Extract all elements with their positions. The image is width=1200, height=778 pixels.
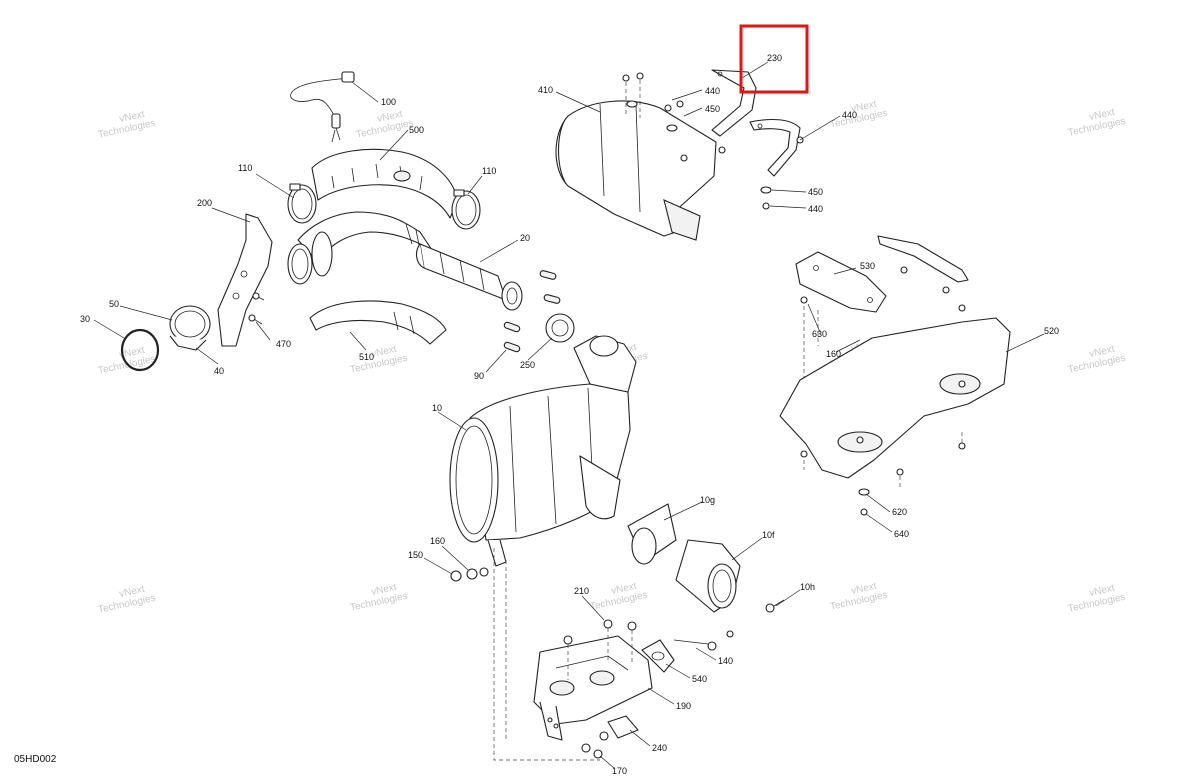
callout-450: 450 [808,187,823,197]
callout-410: 410 [538,85,553,95]
callout-50: 50 [109,299,119,309]
part-clamp-right[interactable] [451,189,481,230]
part-muffler-cover[interactable] [555,100,717,241]
callout-450: 450 [705,104,720,114]
callout-500: 500 [409,125,424,135]
callout-100: 100 [381,97,396,107]
callout-530: 530 [860,261,875,271]
callout-240: 240 [652,743,667,753]
part-head-pipe[interactable] [287,211,433,285]
callout-630: 630 [812,329,827,339]
callout-160: 160 [430,536,445,546]
watermark-text: vNext [1088,583,1116,599]
callout-210: 210 [574,586,589,596]
part-bracket-530[interactable] [795,235,969,380]
part-bolt-470[interactable] [248,292,265,325]
watermark-text: vNext [376,109,404,125]
part-strap-230[interactable] [711,69,804,210]
highlight-box-230 [739,24,809,94]
watermark-text: vNext [118,345,146,361]
part-gasket-ring[interactable] [545,313,575,343]
callout-620: 620 [892,507,907,517]
callout-10: 10 [432,403,442,413]
part-bolts-upper[interactable] [622,72,726,154]
part-nuts-170[interactable] [581,731,609,759]
callout-510: 510 [359,352,374,362]
callout-110: 110 [238,163,252,173]
callout-470: 470 [276,339,291,349]
callout-10f: 10f [762,530,775,540]
part-springs[interactable] [503,270,561,353]
callout-labels: 100 500 110 110 200 20 50 30 40 470 510 … [80,53,1059,776]
callout-160: 160 [826,349,841,359]
watermark-text: vNext [850,99,878,115]
part-block-240[interactable] [607,715,639,739]
part-tailpipe-10f[interactable] [675,539,741,613]
callout-200: 200 [197,198,212,208]
callout-250: 250 [520,360,535,370]
callout-640: 640 [894,529,909,539]
callout-10h: 10h [800,582,815,592]
callout-170: 170 [612,766,627,776]
watermark-text: vNext [370,344,398,360]
part-fasteners-150-160[interactable] [450,548,600,761]
part-clamp-left[interactable] [287,183,317,224]
leader-lines [93,61,1045,769]
callout-540: 540 [692,674,707,684]
callout-150: 150 [408,550,423,560]
part-screw-10h[interactable] [765,599,785,613]
watermark-text: vNext [118,584,146,600]
callout-440: 440 [705,86,720,96]
callout-440: 440 [842,110,857,120]
watermark-text: vNext [850,581,878,597]
diagram-code: 05HD002 [14,754,57,765]
callout-10g: 10g [700,495,715,505]
part-clamp-50[interactable] [169,305,211,351]
part-oxygen-sensor[interactable] [290,71,355,143]
watermark-text: vNext [1088,344,1116,360]
part-lower-heat-shield[interactable] [309,300,447,345]
callout-20: 20 [520,233,530,243]
part-ring-30[interactable] [120,328,160,372]
callout-30: 30 [80,314,90,324]
callout-230: 230 [767,53,782,63]
part-catalytic-converter[interactable] [415,243,523,311]
watermark-text: vNext [370,582,398,598]
part-upper-heat-shield[interactable] [311,148,459,219]
callout-90: 90 [474,371,484,381]
callout-140: 140 [718,656,733,666]
callout-440: 440 [808,204,823,214]
part-cone-10g[interactable] [627,503,677,565]
callout-40: 40 [214,366,224,376]
part-heat-shield-520[interactable] [779,317,1011,516]
callout-190: 190 [676,701,691,711]
callout-520: 520 [1044,326,1059,336]
watermark-text: vNext [118,109,146,125]
callout-110: 110 [482,166,496,176]
watermark-text: vNext [1088,107,1116,123]
part-main-muffler[interactable] [449,335,637,567]
part-lower-bracket[interactable] [533,619,653,741]
part-bracket-200[interactable] [217,213,273,347]
watermark-text: vNext [610,581,638,597]
